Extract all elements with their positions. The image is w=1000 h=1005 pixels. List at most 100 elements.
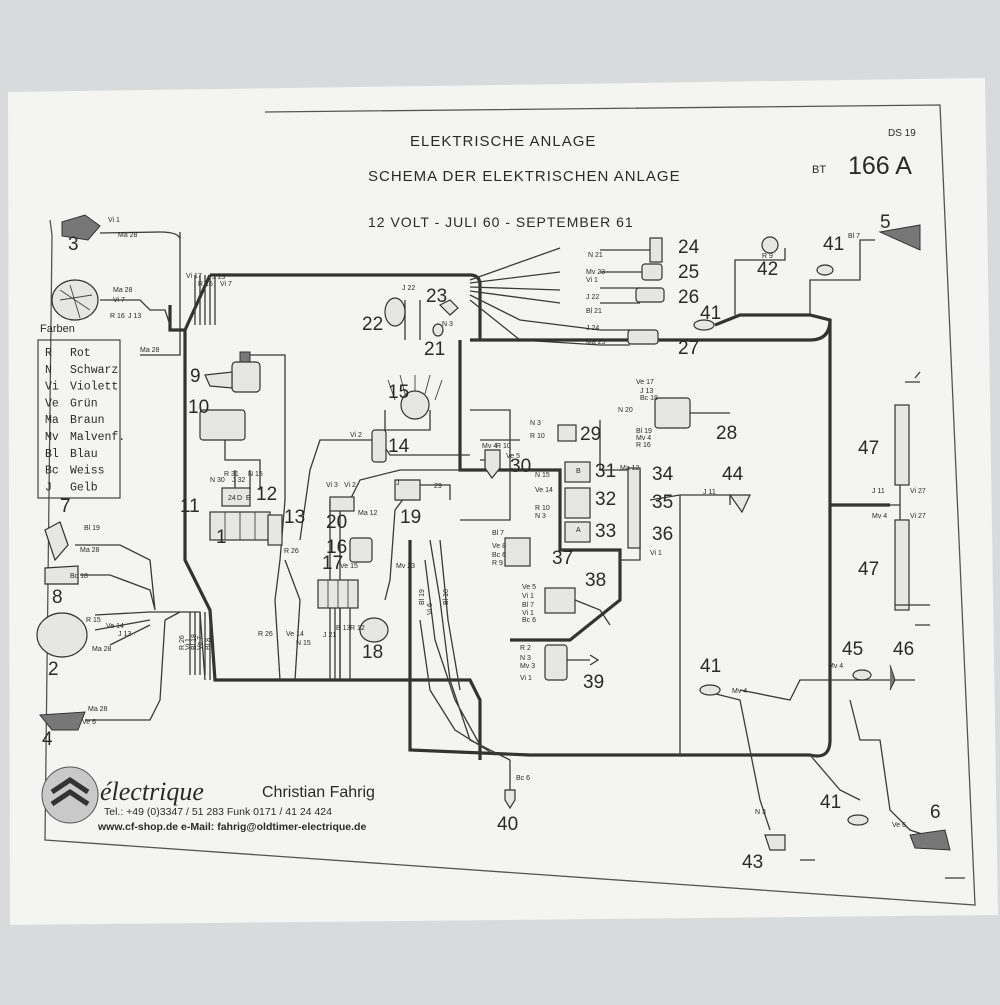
component-31-shape bbox=[564, 461, 591, 483]
component-21-shape bbox=[432, 323, 444, 337]
wire-label: J 11 bbox=[872, 488, 885, 495]
wire-label: Bl 7 bbox=[848, 233, 860, 240]
wire-label: Mv 4 bbox=[828, 663, 843, 670]
legend-code: N bbox=[45, 364, 52, 377]
component-number-43: 43 bbox=[742, 852, 763, 873]
legend-name: Malvenf. bbox=[70, 431, 125, 444]
wire-label: N 3 bbox=[535, 513, 546, 520]
component-number-10: 10 bbox=[188, 397, 209, 418]
wire-label: Bc 18 bbox=[70, 573, 88, 580]
wire-label: Vi 7 bbox=[220, 281, 232, 288]
component-number-5: 5 bbox=[880, 212, 891, 233]
component-32-shape bbox=[564, 487, 591, 519]
legend-code: Vi bbox=[45, 381, 59, 394]
component-number-33: 33 bbox=[595, 521, 616, 542]
brand-name: électrique bbox=[100, 777, 204, 806]
footer: électrique Christian Fahrig Tel.: +49 (0… bbox=[41, 766, 375, 833]
wire-label: Ma 28 bbox=[88, 706, 108, 713]
legend-code: Ve bbox=[45, 397, 59, 410]
wire-label: J 13 bbox=[128, 313, 141, 320]
component-number-8: 8 bbox=[52, 587, 63, 608]
component-41c-shape bbox=[699, 684, 721, 696]
wire-label: Bl 7 bbox=[492, 530, 504, 537]
wire-label: J 22 bbox=[402, 285, 415, 292]
component-47a-shape bbox=[894, 404, 910, 486]
wire-label: Mv 23 bbox=[396, 563, 415, 570]
components bbox=[36, 214, 965, 879]
component-number-41-extra: 41 bbox=[700, 303, 721, 324]
wire-label: Ve 7 bbox=[197, 636, 204, 650]
component-44-shape bbox=[728, 494, 751, 514]
component-number-3: 3 bbox=[68, 234, 79, 255]
wire-label: Vi 1 bbox=[522, 610, 534, 617]
component-19-shape bbox=[394, 479, 421, 501]
component-number-47-extra: 47 bbox=[858, 559, 879, 580]
component-number-11: 11 bbox=[180, 496, 200, 517]
wire-label: R 10 bbox=[530, 433, 545, 440]
component-22-shape bbox=[384, 297, 406, 327]
component-number-31: 31 bbox=[595, 461, 616, 482]
wire-label: E bbox=[246, 495, 251, 502]
component-41b-shape bbox=[816, 264, 834, 276]
component-10-shape bbox=[199, 409, 246, 441]
component-7-shape bbox=[44, 521, 69, 562]
component-number-13: 13 bbox=[284, 507, 305, 528]
component-number-38: 38 bbox=[585, 570, 606, 591]
component-6-shape bbox=[909, 829, 951, 851]
wire-label: N 20 bbox=[618, 407, 633, 414]
component-number-2: 2 bbox=[48, 659, 59, 680]
wire-label: Bl 19 bbox=[84, 525, 100, 532]
wire-label: N 15 bbox=[296, 640, 311, 647]
component-number-36: 36 bbox=[652, 524, 673, 545]
wire-label: N 3 bbox=[520, 655, 531, 662]
component-37-shape bbox=[504, 537, 531, 567]
legend-name: Rot bbox=[70, 347, 91, 360]
model-code: DS 19 bbox=[888, 128, 916, 139]
component-12-shape bbox=[221, 487, 251, 507]
component-29-shape bbox=[557, 424, 577, 442]
wire-label: R 15 bbox=[86, 617, 101, 624]
component-2-shape bbox=[36, 612, 88, 658]
component-13-shape bbox=[267, 514, 283, 546]
component-30-shape bbox=[484, 449, 501, 480]
wire-label: N 30 bbox=[210, 477, 225, 484]
legend-name: Grün bbox=[70, 397, 98, 410]
component-number-40: 40 bbox=[497, 814, 518, 835]
component-number-19: 19 bbox=[400, 507, 421, 528]
wire-label: A bbox=[576, 527, 581, 534]
wire-label: Ma 28 bbox=[140, 347, 160, 354]
wire-label: Mv 4 bbox=[872, 513, 887, 520]
wire-label: Vi 7 bbox=[113, 297, 125, 304]
wire-label: Mv 4 bbox=[732, 688, 747, 695]
wire-label: Vi 27 bbox=[910, 513, 926, 520]
component-number-37: 37 bbox=[552, 548, 573, 569]
component-8-shape bbox=[44, 565, 79, 585]
component-9-shape bbox=[231, 361, 261, 393]
wire-label: B 13 bbox=[336, 625, 351, 632]
component-number-42: 42 bbox=[757, 259, 778, 280]
wire-label: Ve 14 bbox=[535, 487, 553, 494]
wire-label: Ve 14 bbox=[286, 631, 304, 638]
wire-label: R 31 bbox=[224, 471, 239, 478]
component-43-shape bbox=[764, 834, 786, 851]
wire-label: Vi 2 bbox=[344, 482, 356, 489]
wire-label: N 15 bbox=[535, 472, 550, 479]
wire-label: Vi 1 bbox=[108, 217, 120, 224]
wire-label: Ve 5 bbox=[506, 453, 520, 460]
component-number-17: 17 bbox=[322, 553, 343, 574]
wire-label: Bc 6 bbox=[522, 617, 536, 624]
legend-code: Mv bbox=[45, 431, 59, 444]
component-25-shape bbox=[641, 263, 663, 281]
component-number-20: 20 bbox=[326, 512, 347, 533]
wire-label: R 16 bbox=[198, 281, 213, 288]
wire-label: Vi 1 bbox=[522, 593, 534, 600]
component-number-14: 14 bbox=[388, 436, 410, 457]
wire-label: Ve 15 bbox=[340, 563, 358, 570]
wire-label: Mv 4 bbox=[482, 443, 497, 450]
wire-label: 29 bbox=[434, 483, 442, 490]
wire-label: J bbox=[396, 480, 400, 487]
component-28-shape bbox=[654, 397, 691, 429]
